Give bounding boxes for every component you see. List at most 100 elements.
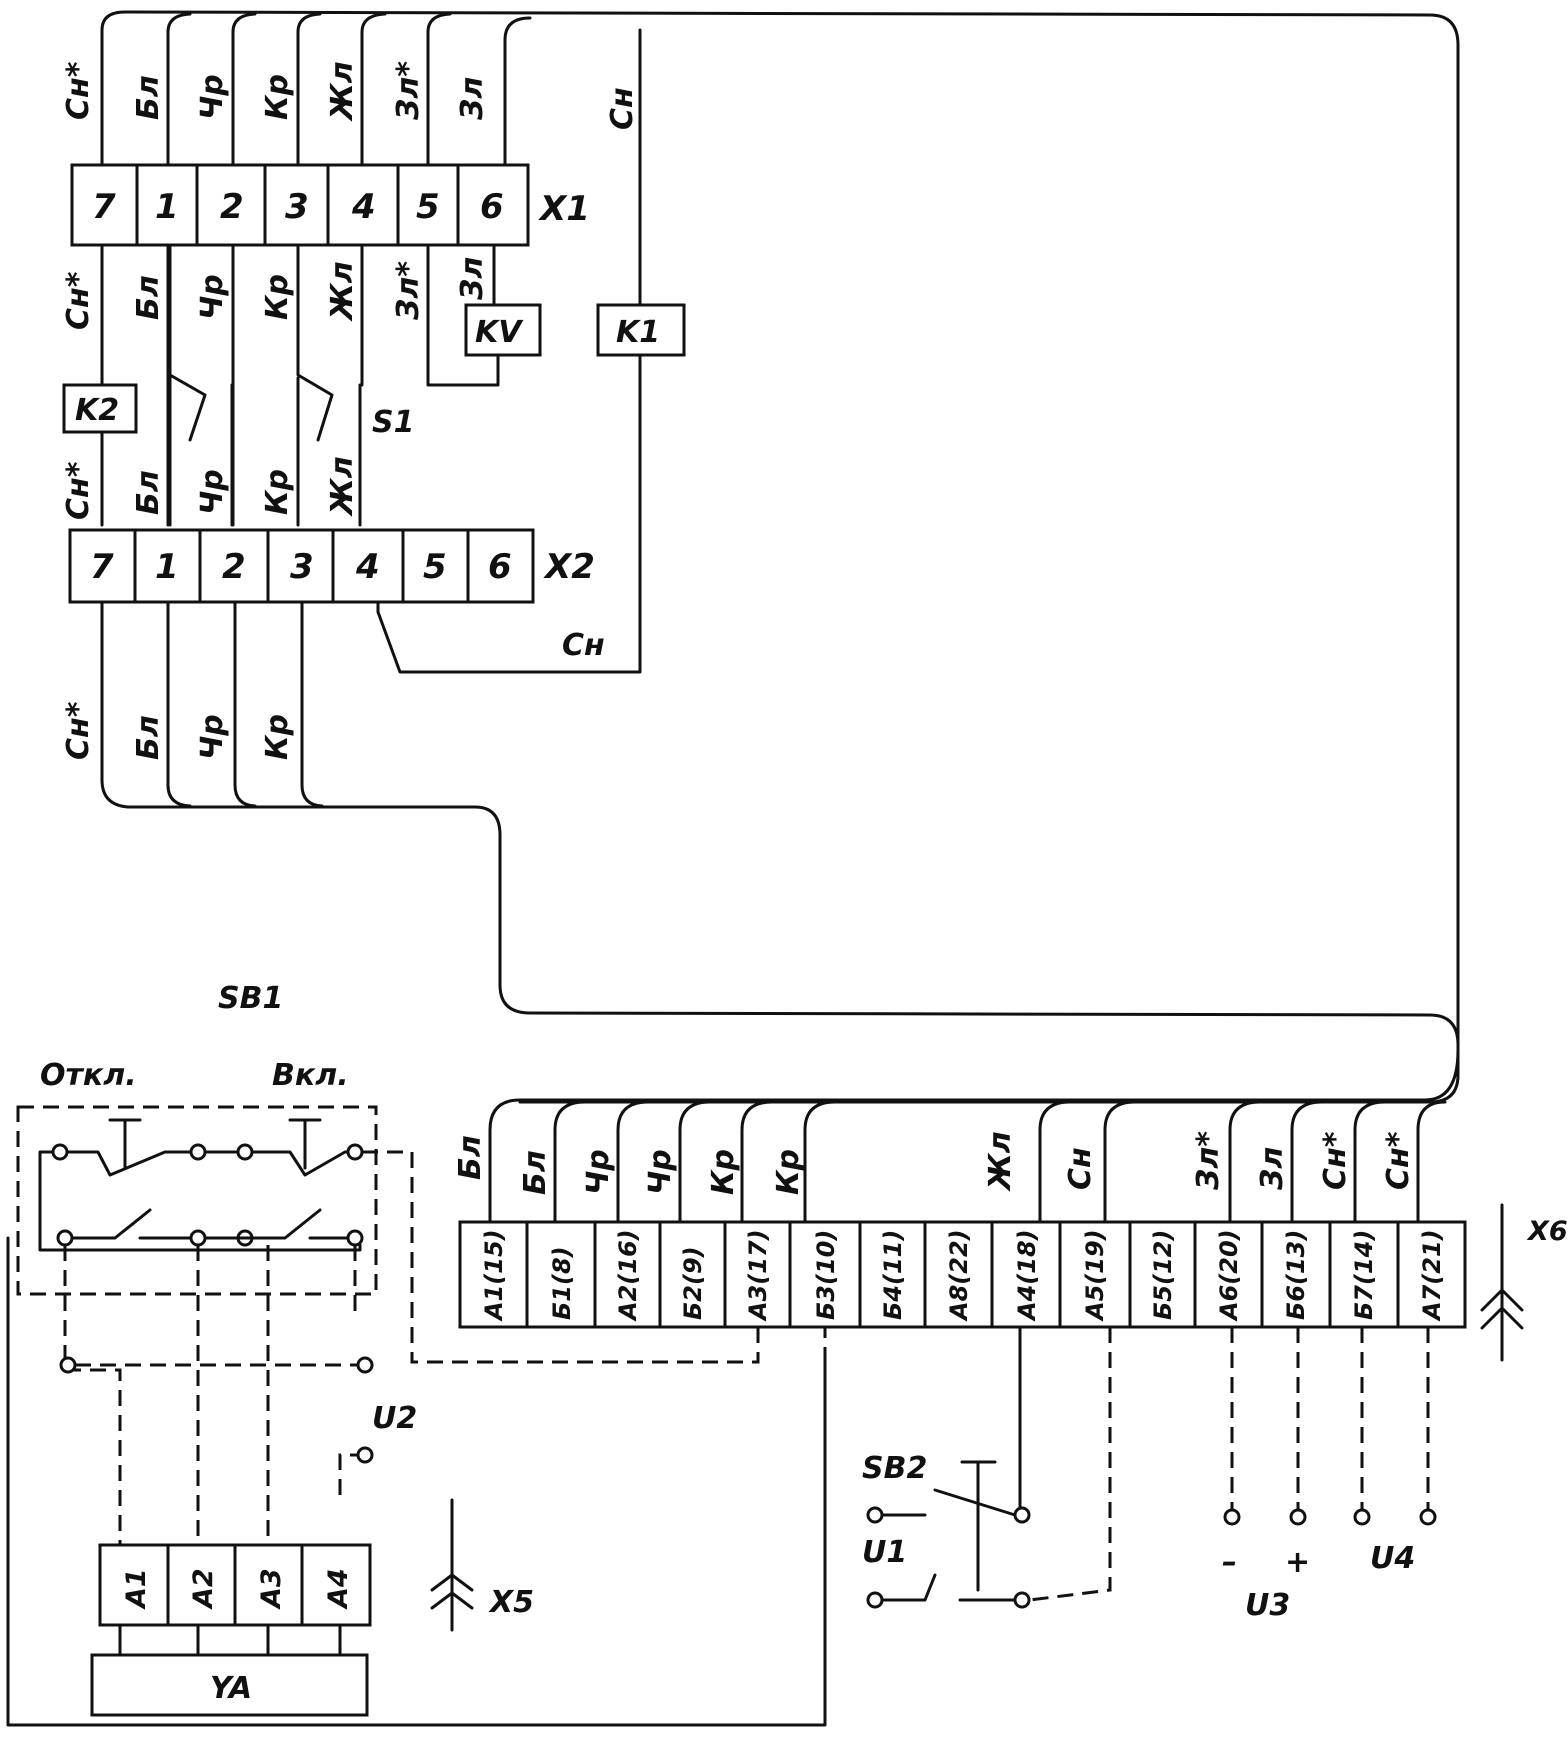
terminal-block-x5: A1 A2 A3 A4 (98, 1543, 372, 1657)
x2-terminal: 5 (423, 547, 447, 587)
wire-label: Кр (771, 1149, 806, 1195)
x6-pin: Б4(11) (879, 1230, 907, 1320)
x5-pin: A1 (121, 1568, 152, 1610)
sb2-label: SB2 (862, 1451, 927, 1486)
wire-label: Жл (325, 61, 360, 122)
wire-label: Жл (325, 261, 360, 322)
lower-bundle (100, 600, 1460, 1047)
wire-label: Кр (706, 1149, 741, 1195)
x2-terminal: 6 (488, 547, 512, 587)
device-ya (90, 1653, 369, 1717)
sb2-circuit (866, 1325, 1112, 1609)
x5-label: X5 (488, 1585, 534, 1620)
x6-pin: Б3(10) (812, 1230, 840, 1320)
k1-return-wire (376, 28, 642, 674)
x6-pin: Б7(14) (1350, 1230, 1378, 1320)
wire-label: Зл (455, 77, 490, 121)
top-wire-labels: Сн* Бл Чр Кр Жл Зл* Зл Сн (61, 61, 640, 130)
wire-label: Бл (131, 275, 166, 320)
wire-label: Кр (260, 274, 295, 320)
relay-kv-label: KV (475, 315, 524, 350)
device-ya-label: YA (210, 1671, 252, 1706)
relay-k2-label: K2 (75, 393, 119, 428)
x2-terminal: 1 (155, 547, 179, 587)
sb1-label: SB1 (218, 981, 283, 1016)
x1-terminal: 2 (220, 187, 244, 227)
x6-pin: A8(22) (945, 1229, 973, 1322)
sb1-on-label: Вкл. (272, 1058, 349, 1093)
x6-pin: A1(15) (480, 1229, 508, 1322)
wire-label: Чр (195, 469, 230, 515)
sb1-dashed-links (59, 1150, 827, 1545)
wire-label: Сн (605, 87, 640, 130)
x6-pin: Б5(12) (1149, 1230, 1177, 1320)
cable-bundle-inner (503, 16, 532, 167)
sb1-off-label: Откл. (40, 1058, 137, 1093)
wire-label: Сн (1063, 1147, 1098, 1190)
x6-pin: A2(16) (614, 1229, 642, 1322)
terminal-block-x6: A1(15) Б1(8) A2(16) Б2(9) A3(17) Б3(10) … (458, 1220, 1467, 1329)
x1-terminal: 6 (480, 187, 504, 227)
x1-terminal: 3 (285, 187, 309, 227)
x2-label: X2 (543, 547, 595, 587)
wire-label: Сн* (61, 271, 96, 330)
output-u3-label: U3 (1245, 1588, 1290, 1623)
wire-label: Зл* (391, 61, 426, 121)
wire-label: Кр (260, 469, 295, 515)
x5-pin: A4 (323, 1568, 354, 1610)
u3-plus-sign: + (1285, 1545, 1310, 1580)
wire-label: Сн* (1318, 1131, 1353, 1190)
x2-terminal: 4 (355, 547, 380, 587)
wire-label: Чр (581, 1149, 616, 1195)
x6-pin: A4(18) (1013, 1229, 1041, 1322)
wire-label: Зл* (391, 261, 426, 321)
wire-label: Сн* (61, 701, 96, 760)
wire-label: Чр (195, 74, 230, 120)
s1-contacts (168, 376, 300, 527)
output-u2-label: U2 (372, 1401, 417, 1436)
x6-pin: Б6(13) (1282, 1230, 1310, 1320)
x6-label: X6 (1526, 1216, 1568, 1247)
u3-minus-sign: – (1222, 1545, 1237, 1580)
u3-u4-outputs (1223, 1327, 1437, 1526)
sb1-contacts (6, 1118, 827, 1727)
x6-pin: A5(19) (1081, 1229, 1109, 1322)
cable-bundle-outer (100, 10, 1460, 1104)
x5-pin: A2 (188, 1568, 219, 1610)
wire-label: Чр (195, 274, 230, 320)
x6-pin: Б2(9) (679, 1246, 707, 1320)
wire-label: Зл (1255, 1147, 1290, 1191)
wire-label: Бл (131, 715, 166, 760)
x2-terminal: 7 (90, 547, 114, 587)
terminal-block-x1: 7 1 2 3 4 5 6 X1 (70, 163, 590, 247)
wire-label: Зл* (1191, 1131, 1226, 1191)
wire-label: Чр (643, 1149, 678, 1195)
mid-wire-labels: Сн* Бл Чр Кр Жл Зл* Зл (61, 257, 490, 330)
x5-pin: A3 (256, 1568, 287, 1610)
wire-label: Сн* (1381, 1131, 1416, 1190)
top-wire-bends (166, 12, 452, 167)
x1-label: X1 (538, 189, 590, 229)
bottom-wire-labels: Сн* Бл Чр Кр (61, 701, 295, 760)
x2-return-wire-label: Сн (562, 628, 605, 663)
x1-terminal: 7 (92, 187, 116, 227)
wire-label: Сн* (61, 61, 96, 120)
low-wire-labels: Сн* Бл Чр Кр Жл (61, 456, 360, 520)
wire-label: Жл (983, 1131, 1018, 1192)
wire-label: Сн* (61, 461, 96, 520)
output-u1-label: U1 (862, 1535, 907, 1570)
relay-kv (464, 303, 542, 357)
wire-label: Бл (131, 470, 166, 515)
relay-k2 (62, 383, 138, 434)
switch-s1-label: S1 (372, 405, 414, 440)
x6-wire-labels: Бл Бл Чр Чр Кр Кр Жл Сн Зл* Зл Сн* Сн* (453, 1131, 1416, 1195)
wire-label: Бл (518, 1150, 553, 1195)
relay-k1-label: K1 (616, 315, 660, 350)
relay-k1 (596, 303, 686, 357)
wire-label: Кр (260, 714, 295, 760)
x1-x2-wires (100, 243, 500, 527)
output-u4-label: U4 (1370, 1541, 1415, 1576)
x6-wire-drops (488, 1098, 1447, 1224)
x5-connector-icon (430, 1498, 474, 1632)
wire-label: Бл (453, 1135, 488, 1180)
